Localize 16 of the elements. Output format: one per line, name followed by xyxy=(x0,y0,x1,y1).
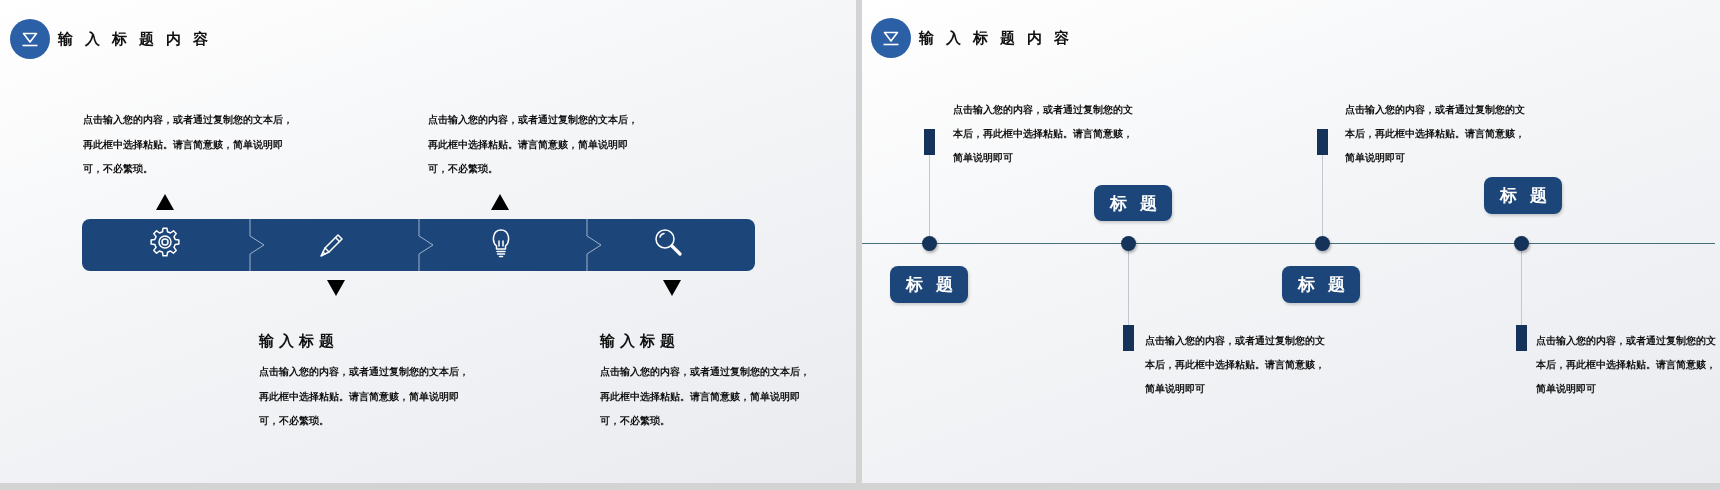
description-text: 点击输入您的内容，或者通过复制您的文本后，再此框中选择粘贴。请言简意赅，简单说明即可 xyxy=(953,103,1134,165)
description-text: 点击输入您的内容，或者通过复制您的文本后，再此框中选择粘贴。请言简意赅，简单说明即可 xyxy=(1145,334,1326,396)
title-box: 标题 xyxy=(1484,177,1562,214)
section-heading: 输入标题 xyxy=(600,331,680,352)
title-box: 标题 xyxy=(890,266,968,303)
description-text: 点击输入您的内容，或者通过复制您的文本后，再此框中选择粘贴。请言简意赅，简单说明即可 xyxy=(1536,334,1717,396)
slide-title: 输入标题内容 xyxy=(58,29,220,50)
description-text: 点击输入您的内容，或者通过复制您的文本后，再此框中选择粘贴。请言简意赅，简单说明即可，不必繁琐。 xyxy=(428,113,639,176)
description-text: 点击输入您的内容，或者通过复制您的文本后，再此框中选择粘贴。请言简意赅，简单说明即可 xyxy=(1345,103,1526,165)
title-box: 标题 xyxy=(1094,185,1172,221)
description-text: 点击输入您的内容，或者通过复制您的文本后，再此框中选择粘贴。请言简意赅，简单说明即可，不必繁琐。 xyxy=(600,365,811,428)
title-box: 标题 xyxy=(1282,266,1360,303)
slide-title: 输入标题内容 xyxy=(919,28,1081,49)
description-text: 点击输入您的内容，或者通过复制您的文本后，再此框中选择粘贴。请言简意赅，简单说明即可，不必繁琐。 xyxy=(83,113,294,176)
section-heading: 输入标题 xyxy=(259,331,339,352)
description-text: 点击输入您的内容，或者通过复制您的文本后，再此框中选择粘贴。请言简意赅，简单说明即可，不必繁琐。 xyxy=(259,365,470,428)
